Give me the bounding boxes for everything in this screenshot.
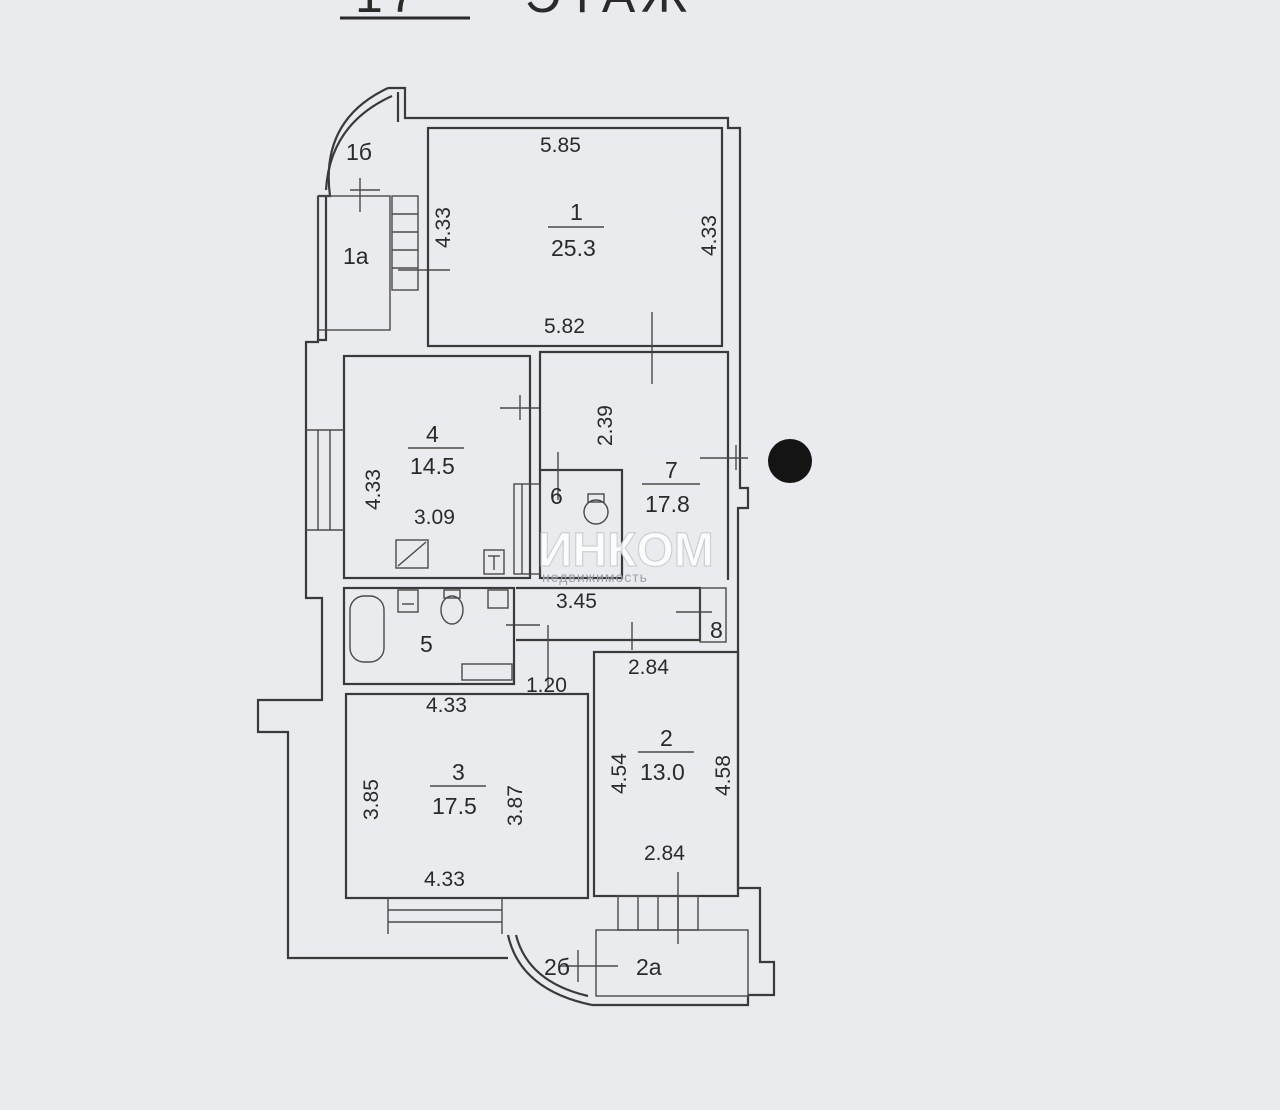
- dim-room-7-height: 2.39: [594, 405, 617, 446]
- dim-room-1-top: 5.85: [540, 134, 581, 157]
- dim-room-3-right: 3.87: [504, 785, 527, 826]
- dim-passage: 1.20: [526, 674, 567, 697]
- dim-room-2-top: 2.84: [628, 656, 669, 679]
- room-2b-number: 2б: [544, 954, 570, 980]
- dim-room-1-right: 4.33: [698, 215, 721, 256]
- room-4-kitchen: [342, 354, 540, 580]
- dim-room-2-left: 4.54: [608, 753, 631, 794]
- dim-room-3-top: 4.33: [426, 694, 467, 717]
- watermark-subtitle: недвижимость: [542, 569, 648, 585]
- room-4-number: 4: [426, 421, 439, 447]
- room-1-living: [426, 126, 724, 384]
- room-1-number: 1: [570, 199, 583, 225]
- dim-room-1-bottom: 5.82: [544, 315, 585, 338]
- entrance-dot-icon: [768, 439, 812, 483]
- floor-number: 17: [355, 0, 423, 23]
- room-1-area: 25.3: [551, 235, 596, 261]
- window-room-4: [306, 429, 344, 531]
- watermark-brand: ИНКОМ: [538, 524, 714, 577]
- room-1b-number: 1б: [346, 139, 372, 165]
- room-5-number: 5: [420, 631, 433, 657]
- floor-label: ЭТАЖ: [525, 0, 693, 23]
- dim-room-2-bottom: 2.84: [644, 842, 685, 865]
- dim-room-4-width: 3.09: [414, 506, 455, 529]
- dim-room-1-left: 4.33: [432, 207, 455, 248]
- dim-room-3-left: 3.85: [360, 779, 383, 820]
- room-4-area: 14.5: [410, 453, 455, 479]
- balcony-1a-1b: [317, 178, 450, 331]
- room-2a-number: 2а: [636, 954, 662, 980]
- outer-walls: [256, 86, 776, 1007]
- room-1a-number: 1а: [343, 243, 369, 269]
- dim-room-3-bottom: 4.33: [424, 868, 465, 891]
- room-3-bedroom: [344, 692, 590, 900]
- room-7-area: 17.8: [645, 491, 690, 517]
- room-7-bedroom: [538, 350, 748, 580]
- room-3-number: 3: [452, 759, 465, 785]
- room-6-number: 6: [550, 483, 563, 509]
- bathroom-5: [342, 586, 516, 686]
- balcony-2a-2b: [560, 895, 749, 997]
- closet-6: [513, 452, 624, 580]
- dim-room-4-left: 4.33: [362, 469, 385, 510]
- dim-room-2-right: 4.58: [712, 755, 735, 796]
- room-7-number: 7: [665, 457, 678, 483]
- dim-hallway-width: 3.45: [556, 590, 597, 613]
- room-2-number: 2: [660, 725, 673, 751]
- room-8-number: 8: [710, 617, 723, 643]
- room-3-area: 17.5: [432, 793, 477, 819]
- window-room-3: [387, 898, 503, 934]
- room-2-area: 13.0: [640, 759, 685, 785]
- room-2-bedroom: [592, 650, 740, 944]
- hallway: [506, 586, 727, 688]
